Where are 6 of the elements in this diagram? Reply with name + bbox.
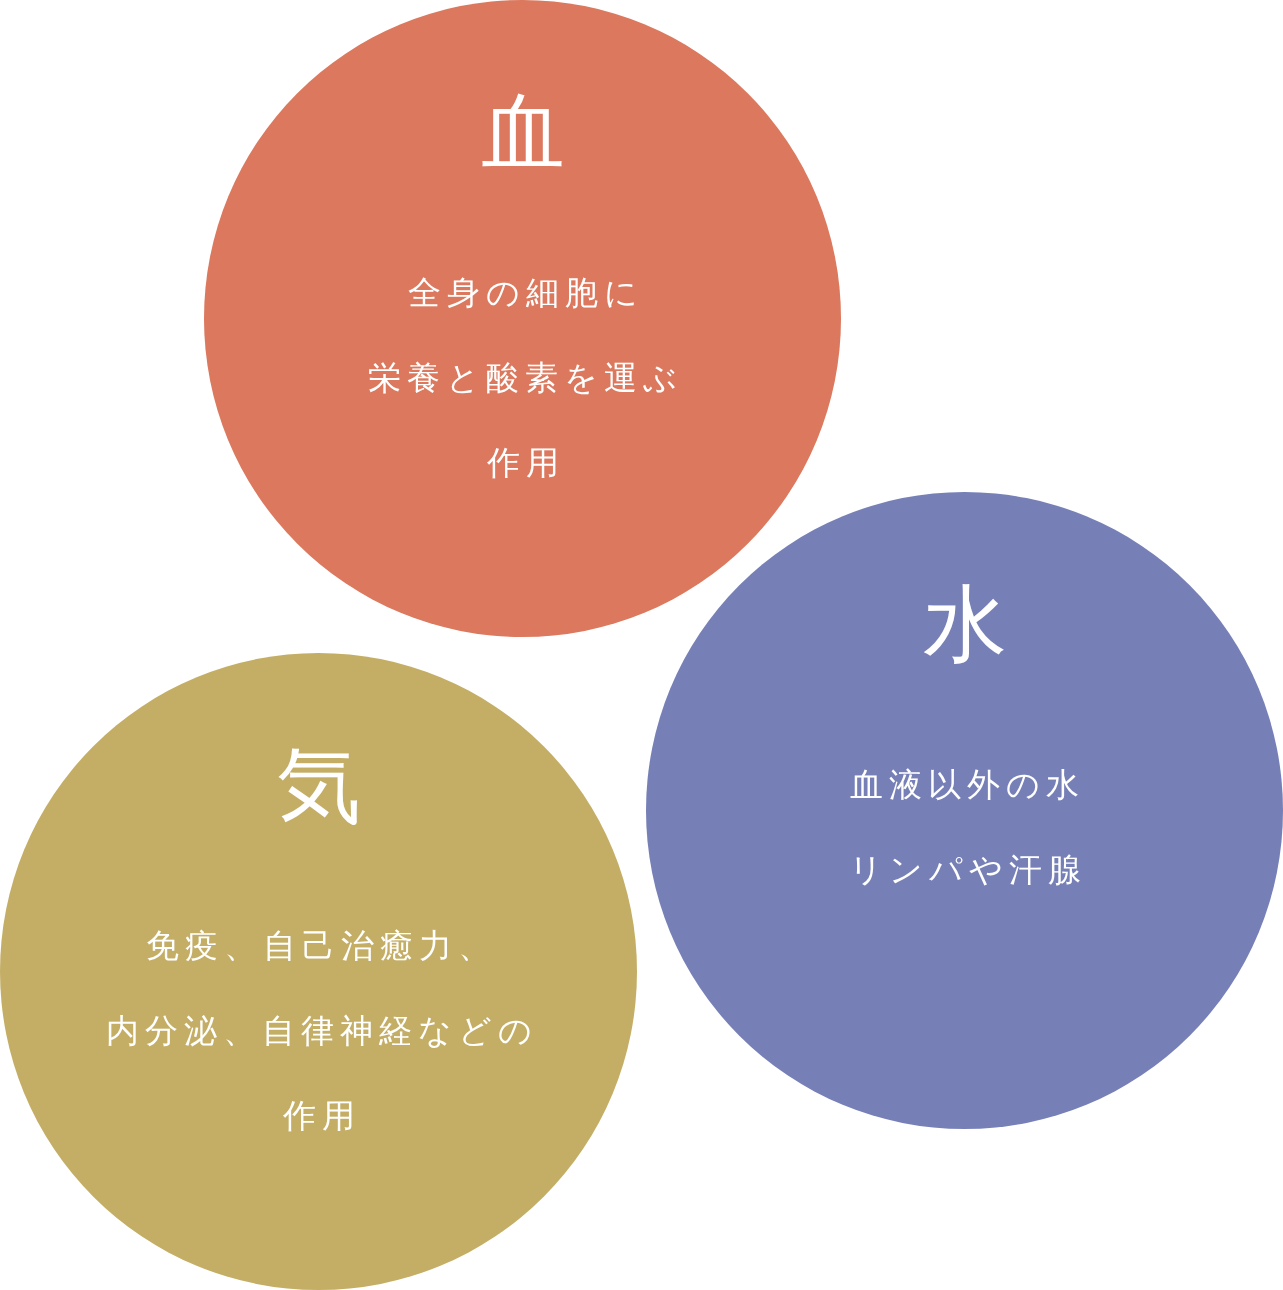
circle-description: 免疫、自己治癒力、内分泌、自律神経などの作用 (104, 925, 539, 1137)
circle-heading: 気 (276, 739, 361, 831)
circle-description: 全身の細胞に栄養と酸素を運ぶ作用 (367, 272, 684, 484)
circle-heading: 水 (922, 578, 1007, 670)
circle-description: 血液以外の水リンパや汗腺 (847, 764, 1088, 891)
circle-heading: 血 (480, 86, 565, 178)
